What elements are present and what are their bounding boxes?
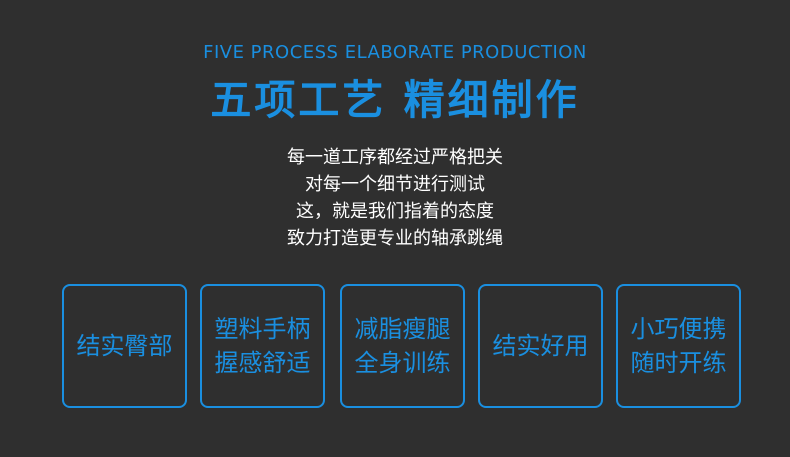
page-title: 五项工艺 精细制作 <box>210 76 580 124</box>
feature-card-label: 小巧便携 <box>630 315 727 343</box>
english-subtitle: FIVE PROCESS ELABORATE PRODUCTION <box>203 42 587 63</box>
feature-cards: 结实臀部 塑料手柄 握感舒适 减脂瘦腿 全身训练 结实好用 小巧便携 随时开练 <box>62 284 742 410</box>
description-line: 这，就是我们指着的态度 <box>296 201 494 222</box>
feature-card-label: 减脂瘦腿 <box>354 315 451 343</box>
description-line: 致力打造更专业的轴承跳绳 <box>287 228 503 249</box>
feature-card-label: 塑料手柄 <box>214 315 311 343</box>
feature-card-label: 全身训练 <box>354 349 451 377</box>
description-line: 对每一个细节进行测试 <box>305 174 485 195</box>
feature-card-plastic-handle: 塑料手柄 握感舒适 <box>200 284 325 408</box>
feature-card-fat-burning: 减脂瘦腿 全身训练 <box>340 284 465 408</box>
feature-card-durable: 结实好用 <box>478 284 603 408</box>
feature-card-label: 随时开练 <box>630 349 727 377</box>
feature-card-sturdy-grip: 结实臀部 <box>62 284 187 408</box>
description-block: 每一道工序都经过严格把关 对每一个细节进行测试 这，就是我们指着的态度 致力打造… <box>0 144 790 252</box>
feature-card-label: 结实好用 <box>492 332 589 360</box>
feature-card-portable: 小巧便携 随时开练 <box>616 284 741 408</box>
feature-card-label: 握感舒适 <box>214 349 311 377</box>
description-line: 每一道工序都经过严格把关 <box>287 147 503 168</box>
feature-card-label: 结实臀部 <box>76 332 173 360</box>
